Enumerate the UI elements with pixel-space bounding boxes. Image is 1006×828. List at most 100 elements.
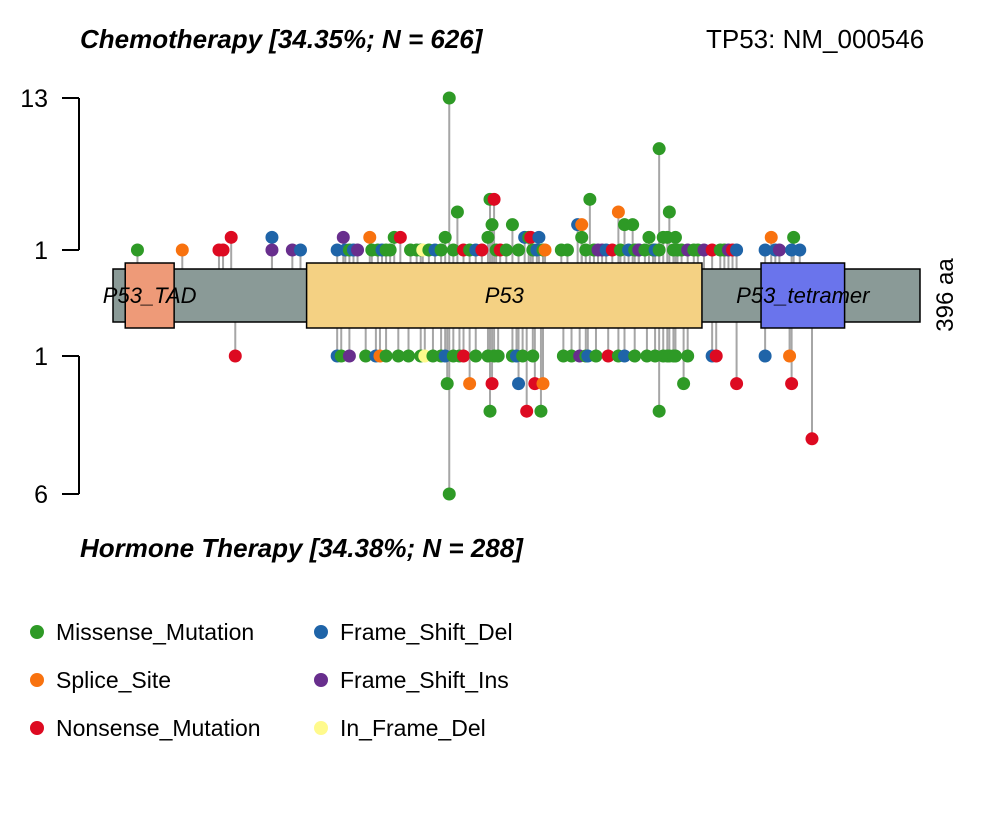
top-mutation-point	[764, 230, 778, 244]
bottom-mutation-point	[783, 349, 797, 363]
top-mutation-point	[224, 230, 238, 244]
legend: Missense_Mutation Splice_Site Nonsense_M…	[30, 614, 590, 754]
bottom-mutation-point	[442, 487, 456, 501]
bottom-mutation-point	[359, 349, 373, 363]
top-mutation-point	[336, 230, 350, 244]
top-mutation-point	[499, 243, 513, 257]
bottom-mutation-point	[401, 349, 415, 363]
bottom-y-tick-label-6: 6	[34, 481, 48, 509]
legend-dot-missense	[30, 625, 44, 639]
bottom-panel-title: Hormone Therapy [34.38%; N = 288]	[80, 533, 523, 563]
bottom-mutation-point	[440, 377, 454, 391]
top-mutation-point	[487, 192, 501, 206]
top-mutation-point	[442, 91, 456, 105]
top-mutation-point	[583, 192, 597, 206]
bottom-mutation-point	[709, 349, 723, 363]
top-mutation-point	[293, 243, 307, 257]
bottom-mutation-point	[805, 432, 819, 446]
lollipop-heads	[130, 91, 819, 501]
top-mutation-point	[450, 205, 464, 219]
top-y-tick-label-13: 13	[20, 85, 48, 113]
top-mutation-point	[575, 230, 589, 244]
domain-label-p53: P53	[485, 283, 525, 308]
bottom-mutation-point	[628, 349, 642, 363]
top-mutation-point	[175, 243, 189, 257]
top-mutation-point	[130, 243, 144, 257]
legend-item-frameshift-del: Frame_Shift_Del	[314, 614, 513, 650]
legend-dot-inframe-del	[314, 721, 328, 735]
bottom-mutation-point	[601, 349, 615, 363]
protein-length-label: 396 aa	[932, 258, 959, 332]
top-mutation-point	[265, 243, 279, 257]
top-mutation-point	[351, 243, 365, 257]
top-mutation-point	[485, 218, 499, 232]
bottom-mutation-point	[785, 377, 799, 391]
top-mutation-point	[652, 142, 666, 156]
top-mutation-point	[505, 218, 519, 232]
top-mutation-point	[475, 243, 489, 257]
legend-dot-frameshift-del	[314, 625, 328, 639]
bottom-mutation-point	[652, 404, 666, 418]
top-y-axis: 13 1	[20, 85, 80, 265]
bottom-mutation-point	[457, 349, 471, 363]
domain-p53-tetramer	[760, 262, 846, 329]
bottom-mutation-point	[589, 349, 603, 363]
top-mutation-point	[538, 243, 552, 257]
top-mutation-point	[787, 230, 801, 244]
legend-label-splice: Splice_Site	[56, 666, 172, 693]
bottom-mutation-point	[228, 349, 242, 363]
domain-label-p53-tetramer: P53_tetramer	[736, 283, 871, 308]
legend-item-frameshift-ins: Frame_Shift_Ins	[314, 662, 509, 698]
top-mutation-point	[652, 243, 666, 257]
top-mutation-point	[363, 230, 377, 244]
top-mutation-point	[265, 230, 279, 244]
top-panel-title: Chemotherapy [34.35%; N = 626]	[80, 24, 483, 54]
top-mutation-point	[611, 205, 625, 219]
top-mutation-point	[772, 243, 786, 257]
top-mutation-point	[481, 230, 495, 244]
legend-item-nonsense: Nonsense_Mutation	[30, 710, 261, 746]
top-mutation-point	[393, 230, 407, 244]
top-mutation-point	[532, 230, 546, 244]
domain-label-p53-tad: P53_TAD	[103, 283, 197, 308]
top-mutation-point	[434, 243, 448, 257]
domain-p53-tad	[124, 262, 175, 329]
bottom-mutation-point	[379, 349, 393, 363]
legend-label-inframe-del: In_Frame_Del	[340, 714, 486, 741]
bottom-mutation-point	[681, 349, 695, 363]
legend-item-splice: Splice_Site	[30, 662, 171, 698]
top-mutation-point	[383, 243, 397, 257]
bottom-mutation-point	[483, 404, 497, 418]
top-y-tick-label-1: 1	[34, 237, 48, 265]
bottom-mutation-point	[677, 377, 691, 391]
top-mutation-point	[730, 243, 744, 257]
top-mutation-point	[626, 218, 640, 232]
bottom-mutation-point	[536, 377, 550, 391]
top-mutation-point	[438, 230, 452, 244]
legend-dot-splice	[30, 673, 44, 687]
protein-domains: P53_TAD P53 P53_tetramer	[103, 262, 871, 329]
bottom-mutation-point	[342, 349, 356, 363]
bottom-y-axis: 1 6	[34, 343, 80, 509]
bottom-mutation-point	[668, 349, 682, 363]
top-mutation-point	[662, 205, 676, 219]
bottom-y-tick-label-1: 1	[34, 343, 48, 371]
legend-label-frameshift-del: Frame_Shift_Del	[340, 618, 513, 645]
top-mutation-point	[446, 243, 460, 257]
legend-dot-nonsense	[30, 721, 44, 735]
legend-label-frameshift-ins: Frame_Shift_Ins	[340, 666, 509, 693]
bottom-mutation-point	[758, 349, 772, 363]
legend-label-missense: Missense_Mutation	[56, 618, 255, 645]
bottom-mutation-point	[730, 377, 744, 391]
legend-item-missense: Missense_Mutation	[30, 614, 254, 650]
domain-p53	[305, 262, 703, 329]
bottom-mutation-point	[526, 349, 540, 363]
bottom-mutation-point	[485, 377, 499, 391]
bottom-mutation-point	[491, 349, 505, 363]
top-mutation-point	[512, 243, 526, 257]
bottom-mutation-point	[534, 404, 548, 418]
bottom-mutation-point	[391, 349, 405, 363]
top-mutation-point	[560, 243, 574, 257]
legend-label-nonsense: Nonsense_Mutation	[56, 714, 261, 741]
